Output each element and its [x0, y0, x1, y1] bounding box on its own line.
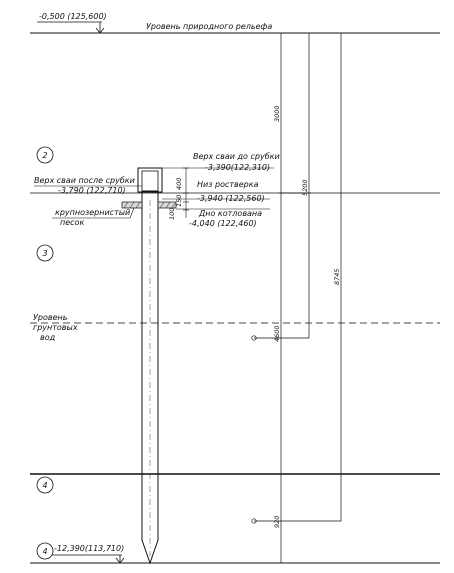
dim-100: 100: [168, 208, 176, 220]
grillage-outline: [137, 167, 163, 193]
sand-hatch: [171, 201, 177, 209]
layer-circle-2: [36, 146, 54, 164]
sand-label-line1: крупнозернистый: [55, 208, 130, 217]
top-before-cut-label: Верх сваи до срубки: [193, 152, 280, 161]
layer-circle-4a: [36, 476, 54, 494]
sand-leader-slant: [129, 207, 135, 219]
sand-hatch: [159, 201, 165, 209]
sand-label-line2: песок: [60, 218, 84, 227]
bottom-mark-arrow: [115, 557, 125, 564]
groundwater-label-line3: вод: [40, 333, 56, 342]
layer-circle-3: [36, 244, 54, 262]
layer-number-4b: 4: [42, 547, 47, 556]
top-before-cut-mark: -3,390(122,310): [205, 163, 270, 172]
dim-920: 920: [273, 516, 281, 528]
groundwater-label-line1: Уровень: [33, 313, 68, 322]
layer-number-2: 2: [42, 151, 47, 160]
bottom-level-mark: -12,390(113,710): [54, 544, 124, 553]
grillage-bottom-mark: -3,940 (122,560): [197, 194, 265, 203]
dim-3000: 3000: [273, 105, 281, 122]
pile-head: [141, 170, 159, 192]
layer-number-3: 3: [42, 249, 47, 258]
natural-mark-arrow: [95, 27, 105, 34]
sand-hatch: [129, 201, 135, 209]
dim-point-marker: [251, 518, 257, 524]
pile-shaft: [141, 190, 159, 565]
dim-400: 400: [175, 178, 183, 190]
natural-level-label: Уровень природного рельефа: [146, 22, 272, 31]
layer-number-4a: 4: [42, 481, 47, 490]
sand-hatch: [135, 201, 141, 209]
dim-4600: 4600: [273, 325, 281, 342]
layer-circle-4b: [36, 542, 54, 560]
top-after-cut-label: Верх сваи после срубки: [34, 176, 135, 185]
dim-8745: 8745: [333, 268, 341, 285]
dim-150: 150: [175, 195, 183, 207]
grillage-bottom-label: Низ ростверка: [197, 180, 259, 189]
pit-bottom-mark: -4,040 (122,460): [189, 219, 257, 228]
sand-bedding-right: [157, 201, 177, 209]
dim-5200: 5200: [301, 179, 309, 196]
top-after-cut-mark: -3,790 (122,710): [58, 186, 126, 195]
natural-level-mark: -0,500 (125,600): [39, 12, 107, 21]
groundwater-label-line2: грунтовых: [33, 323, 78, 332]
sand-hatch: [165, 201, 171, 209]
dim-point-marker: [251, 335, 257, 341]
sand-hatch: [123, 201, 129, 209]
pit-bottom-label: Дно котлована: [198, 209, 262, 218]
